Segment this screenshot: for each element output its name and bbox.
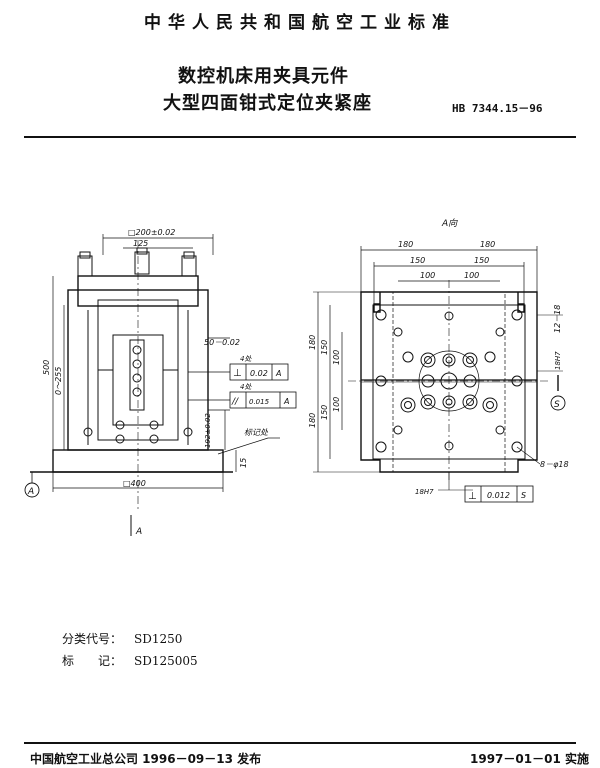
datum-a-label: A [27,487,34,497]
side-view [313,246,566,503]
dim-fit-bottom: 18H7 [415,488,434,496]
effective-date: 1997－01－01 实施 [470,752,589,766]
vdim-150-top: 150 [320,340,329,355]
tolerance-symbol-2: // [231,397,239,407]
vdim-100-bottom: 100 [332,397,341,412]
dim-height-total: 500 [42,360,51,375]
vdim-180-top: 180 [308,335,317,350]
tolerance-value-2: 0.015 [249,398,270,406]
dim-right-upper: 50－0.02 [204,338,240,347]
dim-base: 15 [239,458,248,468]
dim-top-outer: □200±0.02 [128,228,175,237]
dim-180-right: 180 [480,240,495,249]
tolerance-symbol-1: ⊥ [233,368,242,379]
side-tolerance-datum: S [521,491,526,500]
dim-150-right: 150 [474,256,489,265]
side-tolerance-symbol: ⊥ [468,491,477,502]
document-title-line-2: 大型四面钳式定位夹紧座 [163,93,372,114]
dim-bottom: □400 [123,479,146,488]
vdim-180-bottom: 180 [308,413,317,428]
document-title-line-1: 数控机床用夹具元件 [178,66,349,87]
side-tolerance-value: 0.012 [487,491,510,500]
dim-top-inner: 125 [133,239,148,248]
tolerance-value-1: 0.02 [250,369,268,378]
standard-header: 中华人民共和国航空工业标准 [144,13,456,33]
mark-label: 标 记： [62,654,123,668]
classification-label: 分类代号： [62,632,123,646]
classification-row: 分类代号： SD1250 [62,630,182,647]
vdim-150-bottom: 150 [320,405,329,420]
header-rule [24,136,576,138]
vdim-100-top: 100 [332,350,341,365]
tolerance-count-1: 4处 [240,355,252,363]
dim-right-lower: 192±0.02 [204,413,212,448]
view-arrow-label: A [135,527,142,537]
tolerance-count-2: 4处 [240,383,252,391]
classification-value: SD1250 [134,632,183,646]
side-view-label: A向 [441,218,458,229]
standard-number: HB 7344.15－96 [452,102,543,115]
tolerance-datum-1: A [275,369,281,378]
tolerance-datum-2: A [283,397,289,406]
datum-s-label: S [554,400,560,410]
dim-100-right: 100 [464,271,479,280]
mark-row: 标 记： SD125005 [62,652,198,669]
footer-rule [24,742,576,744]
dim-180-left: 180 [398,240,413,249]
dim-height-range: 0～255 [54,367,63,395]
mark-value: SD125005 [134,654,198,668]
dim-100-left: 100 [420,271,435,280]
issue-date: 中国航空工业总公司 1996－09－13 发布 [30,752,262,766]
technical-drawing: □200±0.02 125 500 0～255 50－0.02 192±0.02… [24,218,569,537]
front-view [24,234,297,536]
dim-slot: 12－18 [553,305,562,333]
dim-holes: 8－φ18 [540,460,569,469]
marking-note: 标记处 [244,428,269,437]
dim-150-left: 150 [410,256,425,265]
dim-fit-right: 18H7 [554,351,562,370]
